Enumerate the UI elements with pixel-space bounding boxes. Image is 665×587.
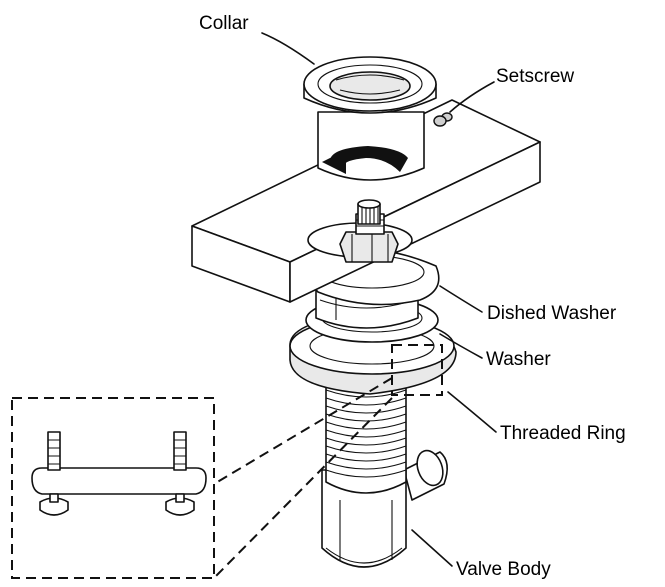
detail-enlarged-view (31, 431, 207, 516)
leader-collar (261, 32, 315, 65)
leader-setscrew (449, 81, 495, 113)
setscrew (433, 115, 447, 127)
valve-body (321, 379, 448, 568)
spline-stem (339, 199, 399, 263)
dished-washer-label: Dished Washer (487, 303, 617, 324)
detail-callout (11, 344, 443, 579)
leader-lines (261, 32, 497, 567)
collar-label: Collar (199, 13, 249, 34)
collar (303, 56, 437, 181)
washer-label: Washer (486, 349, 551, 370)
leader-washer (439, 333, 483, 359)
setscrew-label: Setscrew (496, 66, 575, 87)
valve-body-label: Valve Body (456, 559, 551, 580)
threaded-ring-label: Threaded Ring (500, 423, 626, 444)
leader-valve-body (411, 529, 453, 567)
leader-dished-washer (439, 285, 483, 313)
leader-threaded-ring (447, 391, 497, 433)
